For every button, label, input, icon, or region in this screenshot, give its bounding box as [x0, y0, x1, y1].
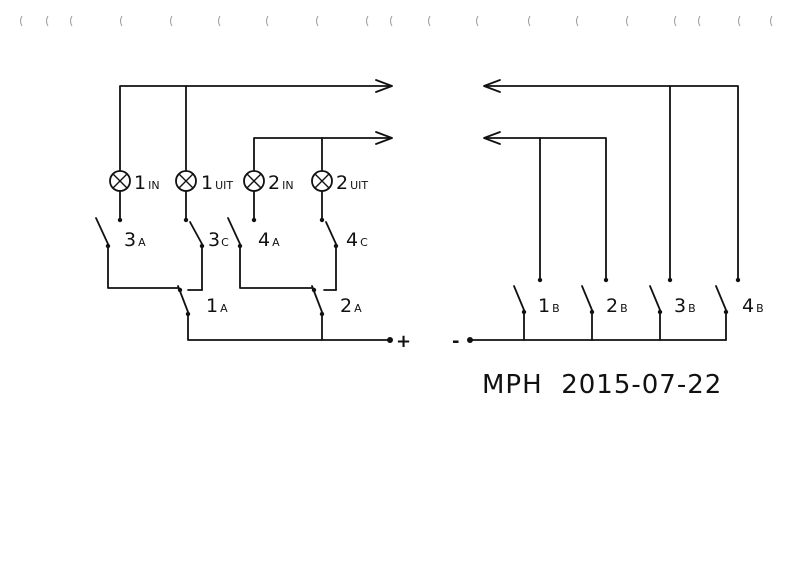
switch-2b-icon: [581, 277, 609, 315]
lamp-icon: [243, 170, 265, 192]
positive-terminal-label: +: [396, 331, 411, 352]
second-bus-wire: [253, 137, 391, 171]
switch-1b-icon: [513, 277, 543, 315]
switch-4a-icon: [227, 217, 257, 249]
lamp-icon: [175, 170, 197, 192]
binder-holes: [20, 15, 773, 27]
negative-terminal-label: -: [452, 331, 459, 352]
switch-1a-icon: [177, 285, 191, 317]
switch-3c-icon: [183, 217, 205, 249]
arrow-right-icon: [375, 79, 393, 93]
top-bus-wire: [119, 85, 391, 171]
lamp-icon: [109, 170, 131, 192]
switch-3b-icon: [649, 277, 673, 315]
switch-3a-icon: [95, 217, 123, 249]
arrow-left-icon: [483, 131, 501, 145]
positive-terminal-dot: [387, 337, 393, 343]
switch-4c-icon: [319, 217, 339, 249]
negative-terminal-dot: [467, 337, 473, 343]
left-circuit: [95, 79, 393, 343]
author-date-signature: MPH 2015-07-22: [482, 370, 722, 400]
arrow-right-icon: [375, 131, 393, 145]
switch-4b-icon: [715, 277, 741, 315]
right-circuit: [467, 79, 741, 343]
arrow-left-icon: [483, 79, 501, 93]
lamp-icon: [311, 170, 333, 192]
switch-2a-icon: [311, 285, 325, 317]
switch-label-3c: 3C: [208, 229, 229, 251]
